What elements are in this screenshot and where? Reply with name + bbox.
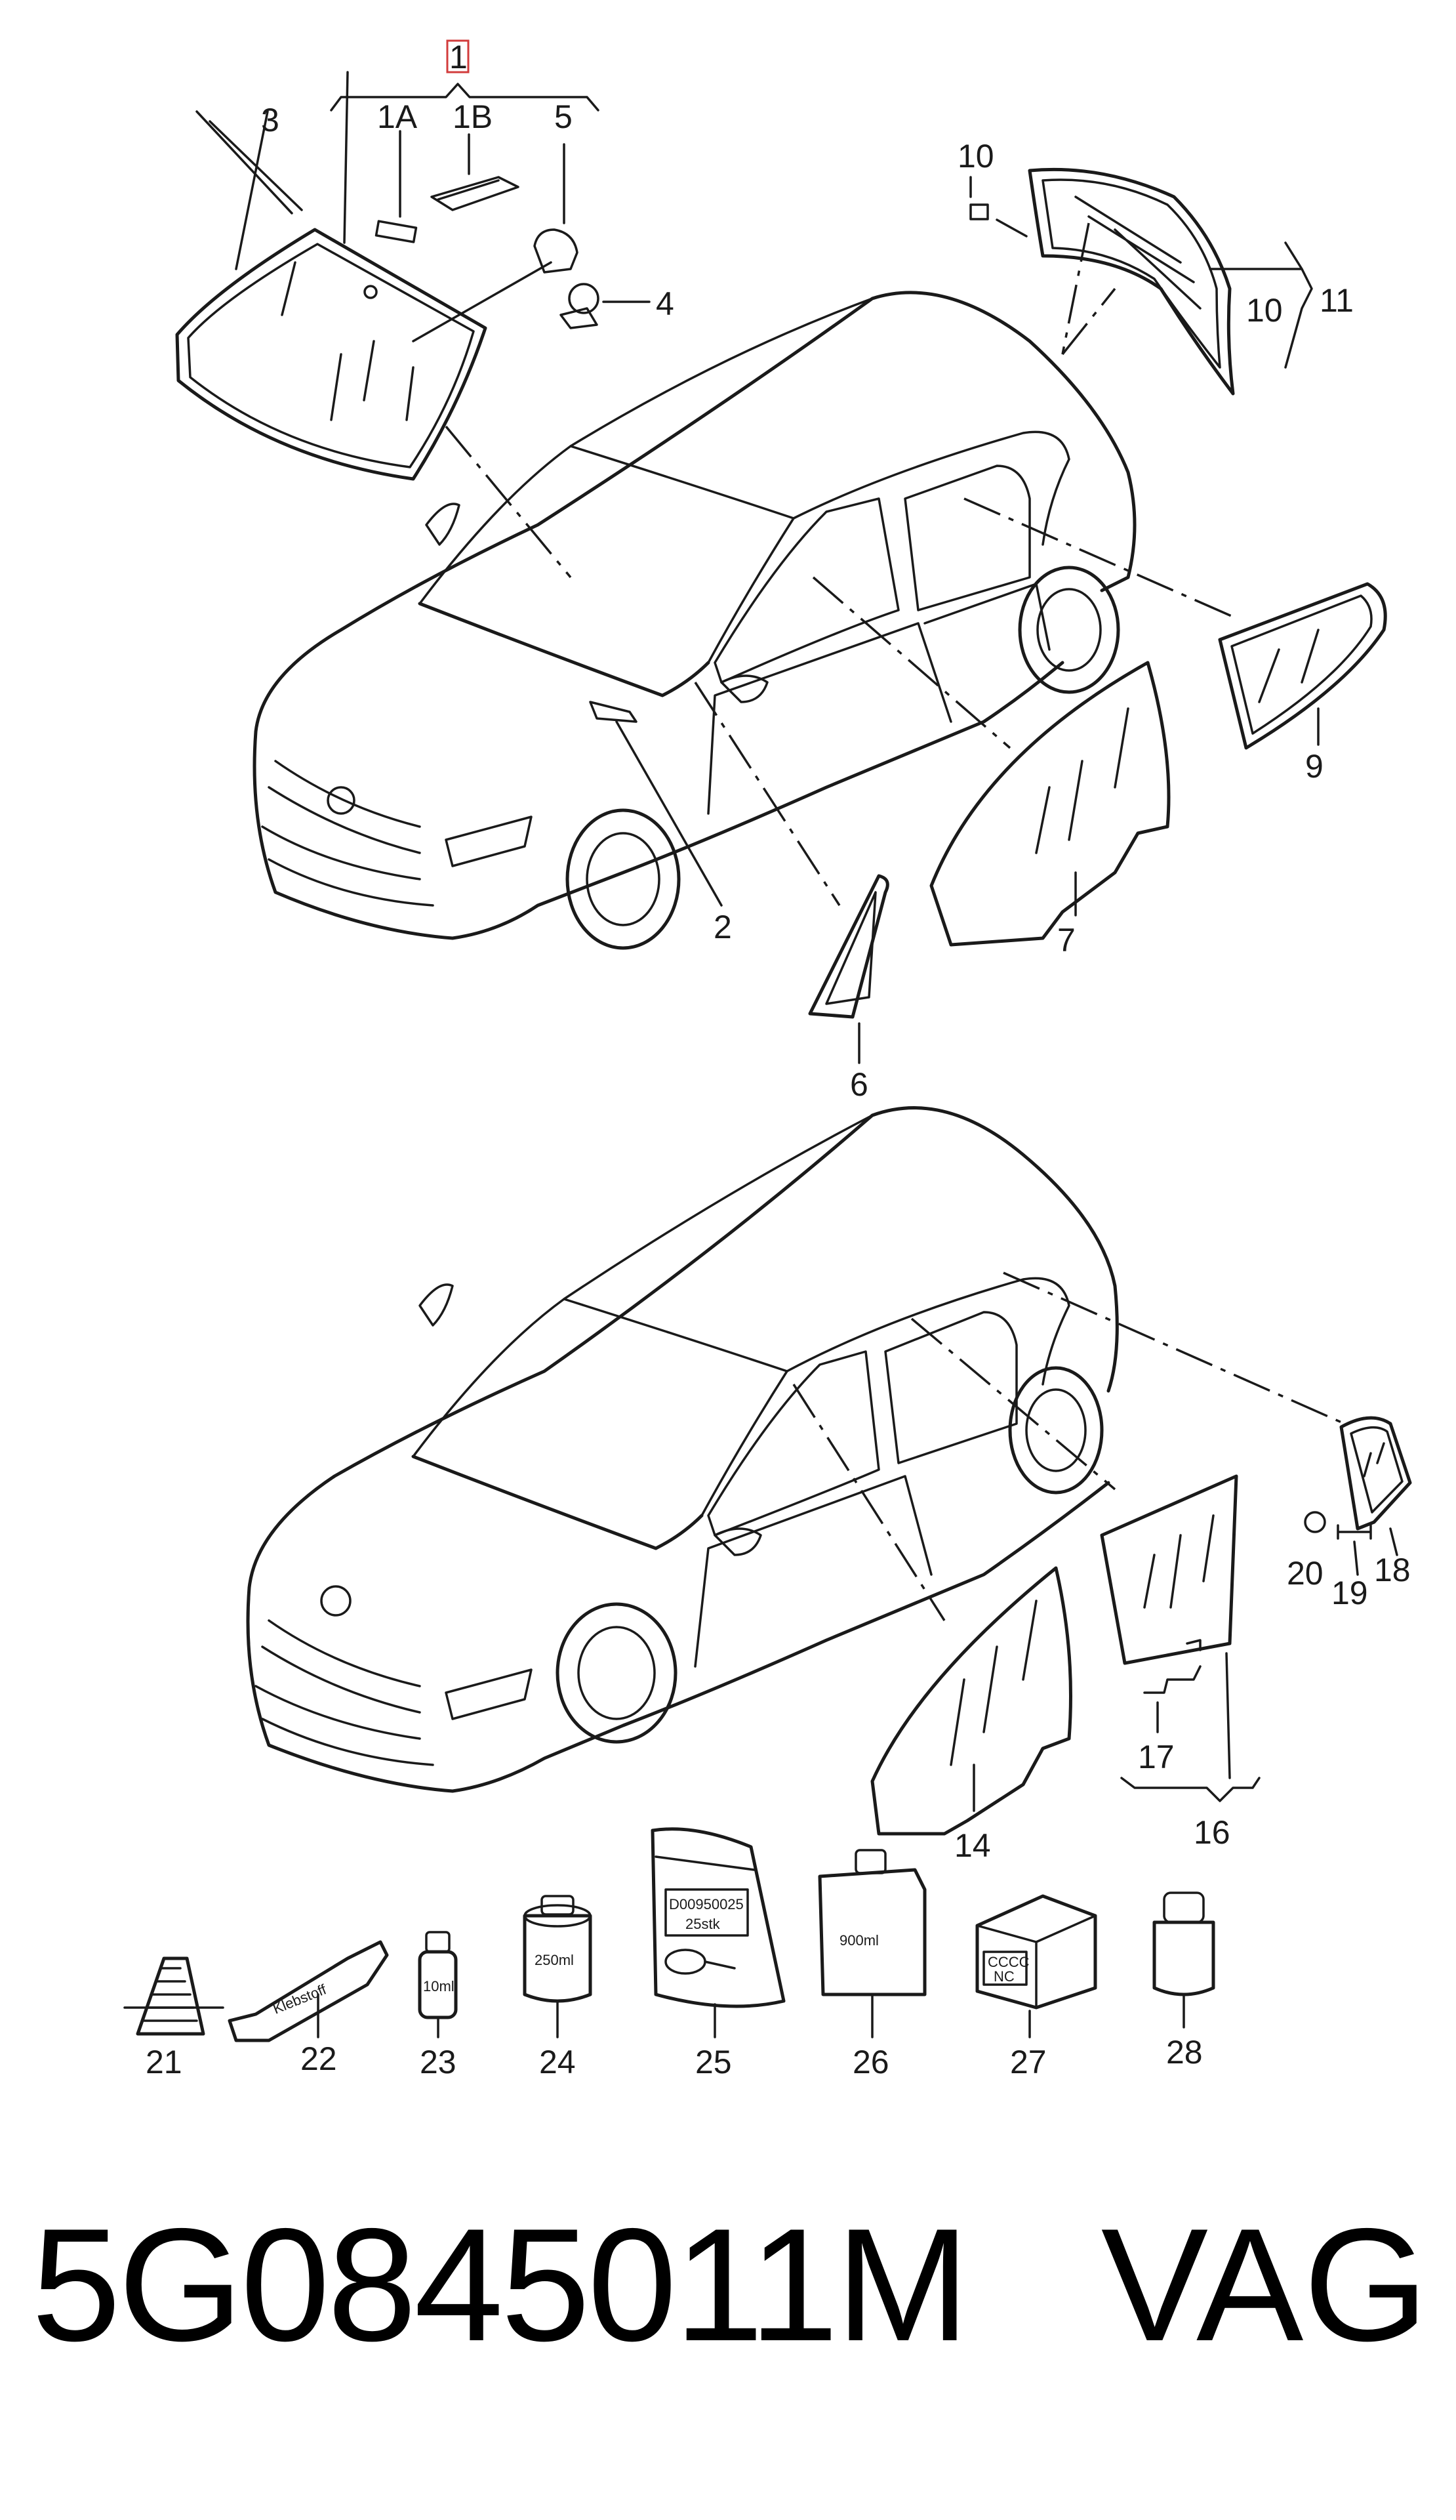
callout-26: 26	[853, 2044, 889, 2080]
callout-1b: 1B	[453, 98, 493, 135]
callout-25: 25	[695, 2044, 732, 2080]
callout-17: 17	[1138, 1739, 1175, 1775]
callout-21: 21	[146, 2044, 182, 2080]
callout-18: 18	[1374, 1552, 1411, 1588]
carton-label-line1: CCCC	[988, 1954, 1030, 1970]
grommet-20	[1304, 1511, 1326, 1533]
callout-28: 28	[1166, 2034, 1203, 2071]
bag-label-line1: D00950025	[669, 1896, 744, 1912]
callout-1-highlight-box	[446, 39, 470, 73]
callout-14: 14	[954, 1827, 991, 1864]
can-label: 250ml	[535, 1952, 574, 1968]
rear-wheel-bottom	[1008, 1366, 1104, 1495]
footer: 5G0845011M VAG	[31, 2204, 1428, 2401]
callout-27: 27	[1010, 2044, 1047, 2080]
callout-7: 7	[1057, 922, 1076, 959]
callout-16: 16	[1194, 1814, 1230, 1851]
carton-label-line2: NC	[994, 1968, 1015, 1985]
callout-5: 5	[554, 98, 573, 135]
car-top	[253, 222, 1234, 950]
front-wheel-top	[565, 808, 681, 950]
callout-23: 23	[420, 2044, 456, 2080]
callout-9: 9	[1305, 748, 1324, 785]
callout-labels: 1 1A 1B 3 5 4 10 10 11 9 2 7 6 20 19 18 …	[146, 39, 1411, 2080]
part-number: 5G0845011M	[31, 2195, 970, 2374]
bottle-small-label: 10ml	[423, 1978, 455, 1994]
callout-10-side: 10	[1246, 292, 1283, 329]
sensor-1a	[374, 220, 418, 243]
callout-11: 11	[1320, 282, 1354, 319]
callout-24: 24	[539, 2044, 576, 2080]
bag-label-line2: 25stk	[685, 1916, 721, 1932]
brand-name: VAG	[1101, 2195, 1428, 2374]
accessories-row: Klebstoff 10ml 250ml D00950025 25stk 900…	[123, 1827, 1215, 2042]
rear-wheel-top	[1018, 566, 1120, 694]
windscreen-group	[175, 39, 651, 481]
front-wheel-bottom	[556, 1602, 677, 1744]
callout-3: 3	[261, 102, 279, 138]
callout-10-top: 10	[958, 138, 994, 175]
top-side-glasses	[808, 582, 1387, 1064]
callout-22: 22	[300, 2040, 337, 2077]
callout-4: 4	[656, 285, 674, 322]
rear-window-clip	[969, 203, 989, 220]
vw-badge-bottom	[320, 1585, 352, 1617]
callout-20: 20	[1287, 1555, 1324, 1592]
callout-2: 2	[714, 909, 732, 945]
callout-19: 19	[1331, 1575, 1368, 1611]
callout-1: 1	[449, 39, 468, 75]
bottom-side-glasses	[870, 1416, 1412, 1836]
callout-6: 6	[850, 1066, 868, 1103]
callout-1a: 1A	[377, 98, 418, 135]
vw-badge-top	[327, 786, 355, 815]
rear-window-group	[969, 167, 1313, 396]
box-label: 900ml	[839, 1932, 879, 1949]
car-bottom	[246, 1106, 1345, 1793]
